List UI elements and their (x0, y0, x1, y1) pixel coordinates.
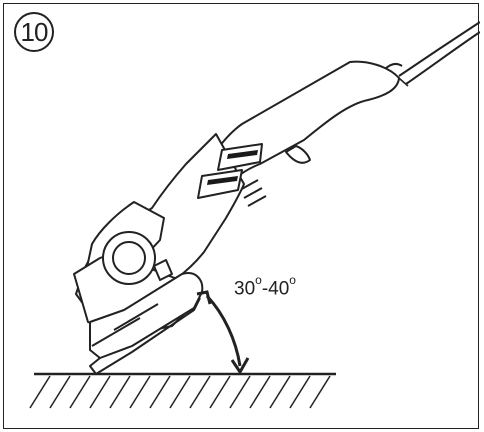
illustration (29, 21, 480, 409)
angle-from: 30 (234, 278, 256, 300)
angle-label: 30o-40o (234, 273, 296, 300)
step-number-badge: 10 (14, 12, 54, 52)
figure-frame: 10 30o-40o (3, 3, 480, 429)
degree-symbol-1: o (255, 273, 262, 287)
degree-symbol-2: o (289, 273, 296, 287)
work-surface-hatch-icon (29, 372, 336, 409)
angle-arrow-icon (196, 290, 250, 375)
angle-separator: - (261, 278, 269, 300)
step-number: 10 (20, 16, 49, 47)
angle-grinder-icon (73, 60, 400, 375)
angle-to: 40 (268, 278, 290, 300)
control-panel-windows (207, 150, 258, 185)
